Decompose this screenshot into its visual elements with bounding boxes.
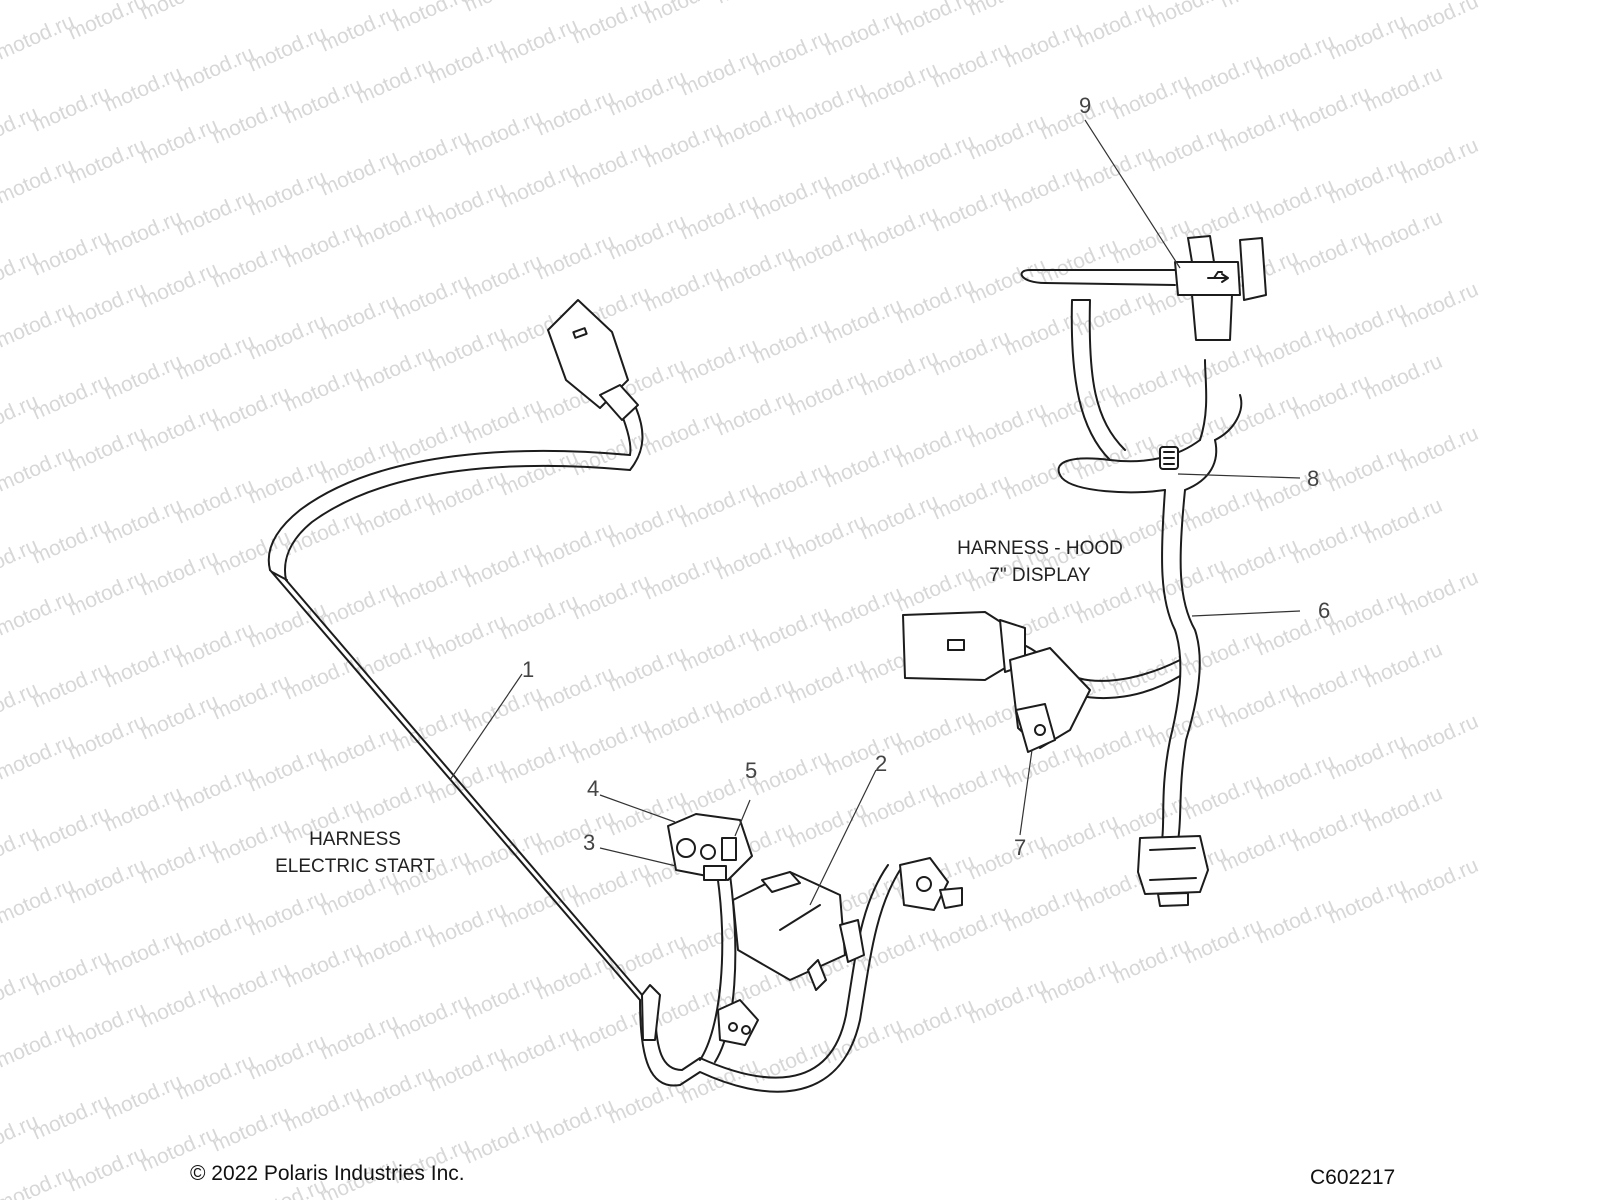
callout-9: 9	[1079, 93, 1092, 118]
callout-1: 1	[522, 657, 535, 682]
callout-3: 3	[583, 830, 596, 855]
callout-4: 4	[587, 776, 600, 801]
label-harness-hood-line1: HARNESS - HOOD	[957, 538, 1123, 559]
harness-hood	[902, 235, 1267, 907]
connector-right-small	[899, 857, 963, 911]
callout-8: 8	[1307, 466, 1320, 491]
label-harness-hood-line2: 7" DISPLAY	[989, 565, 1091, 586]
label-electric-start-line1: HARNESS	[309, 829, 401, 850]
callout-7: 7	[1014, 835, 1027, 860]
connector-display	[902, 611, 1026, 681]
callout-5: 5	[745, 758, 758, 783]
figure-code: C602217	[1310, 1166, 1396, 1189]
label-harness-electric-start: HARNESS ELECTRIC START	[260, 826, 450, 880]
label-harness-hood: HARNESS - HOOD 7" DISPLAY	[940, 535, 1140, 589]
relay-block	[732, 871, 865, 991]
copyright: © 2022 Polaris Industries Inc.	[190, 1162, 465, 1185]
connector-7	[1009, 647, 1091, 753]
clip	[1159, 446, 1179, 470]
connector-top	[547, 299, 639, 421]
connector-cluster	[667, 813, 753, 881]
usb-port	[1174, 235, 1267, 341]
leader-lines	[449, 119, 1301, 906]
connector-hood-bottom	[1137, 835, 1209, 907]
callout-6: 6	[1318, 598, 1331, 623]
callout-2: 2	[875, 751, 888, 776]
usb-icon	[1207, 271, 1229, 283]
label-electric-start-line2: ELECTRIC START	[275, 856, 435, 877]
harness-electric-start	[267, 299, 963, 1093]
connector-bottom-small	[717, 999, 759, 1046]
